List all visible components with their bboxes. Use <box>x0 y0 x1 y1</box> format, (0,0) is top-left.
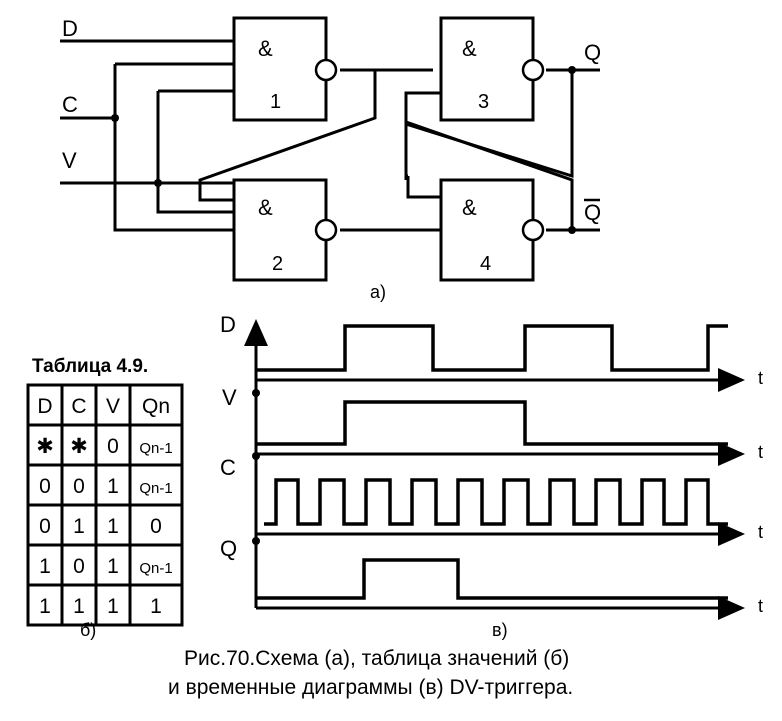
time-label-d: t <box>758 368 763 388</box>
input-label-d: D <box>62 16 78 41</box>
table-cell-text: 0 <box>73 555 85 578</box>
output-label-q-inverted: Q <box>584 200 601 225</box>
table-cell-text: 1 <box>39 555 51 578</box>
table-cell-text: 0 <box>39 475 51 498</box>
table-cell-text: ✱ <box>70 435 88 458</box>
timing-label: в) <box>492 620 508 640</box>
table-cell-text: 1 <box>39 595 51 618</box>
table-cell-text: ✱ <box>36 435 54 458</box>
table-cell-text: 0 <box>73 475 85 498</box>
table-cell-text: Qn-1 <box>139 560 172 577</box>
waveform-q <box>256 558 728 600</box>
caption-line-2: и временные диаграммы (в) DV-триггера. <box>168 676 573 699</box>
table-cell <box>128 543 184 587</box>
table-header-cell-text: Qn <box>142 395 170 418</box>
table-cell-text: 1 <box>73 515 85 538</box>
table-header-cell-text: C <box>71 395 86 418</box>
table-cell <box>128 503 184 547</box>
table-cell-text: 1 <box>107 475 119 498</box>
gate-3-number: 3 <box>478 91 489 113</box>
table-cell-text: 1 <box>107 515 119 538</box>
caption-line-1: Рис.70.Схема (а), таблица значений (б) <box>184 647 569 670</box>
signal-label-q: Q <box>220 536 237 561</box>
input-label-v: V <box>62 148 77 173</box>
table-header-cell-text: D <box>37 395 52 418</box>
input-label-c: C <box>62 92 78 117</box>
inverter-bubble-1 <box>314 58 338 82</box>
time-label-q: t <box>758 596 763 616</box>
gate-1-symbol: & <box>258 36 273 61</box>
junction-dot <box>568 66 576 74</box>
table-cell-text: 1 <box>107 595 119 618</box>
time-label-v: t <box>758 442 763 462</box>
table-cell-text: 1 <box>73 595 85 618</box>
table-cell-text: Qn-1 <box>139 440 172 457</box>
gate-2-symbol: & <box>258 195 273 220</box>
circuit-schematic: & 1 & 2 & 3 & 4 D C V Q Q а) <box>60 16 601 302</box>
table-title: Таблица 4.9. <box>32 356 148 377</box>
table-cell-text: 0 <box>39 515 51 538</box>
table-cell <box>94 583 132 627</box>
wire-c <box>60 62 234 232</box>
waveform-v <box>256 400 728 446</box>
waveform-d <box>256 324 728 372</box>
gate-3-box <box>439 16 535 122</box>
timing-diagram: D V C Q t t t t в) <box>220 312 763 640</box>
wire-v <box>60 89 234 214</box>
table-cell <box>60 503 98 547</box>
table-cell-text: 0 <box>150 515 162 538</box>
table-cell <box>26 423 64 467</box>
table-cell <box>128 423 184 467</box>
circuit-label: а) <box>370 282 386 302</box>
junction-dot <box>154 179 162 187</box>
wire-gate1-out <box>198 68 433 202</box>
table-cell <box>128 583 184 627</box>
gate-3-symbol: & <box>462 36 477 61</box>
table-cell <box>60 423 98 467</box>
output-label-q: Q <box>584 40 601 65</box>
gate-2-number: 2 <box>272 253 283 275</box>
axis-dot <box>252 389 260 397</box>
signal-label-d: D <box>220 312 236 337</box>
table-cell-text: 1 <box>150 595 162 618</box>
table-label: б) <box>80 620 96 640</box>
table-cell-text: 1 <box>107 555 119 578</box>
waveform-c <box>264 478 728 526</box>
gate-4-box <box>439 178 535 282</box>
table-header-cell-text: V <box>106 395 120 418</box>
inverter-bubble-2 <box>314 218 338 242</box>
table-cell <box>26 383 64 427</box>
time-label-c: t <box>758 522 763 542</box>
axis-dot <box>252 537 260 545</box>
table-cell <box>94 463 132 507</box>
gate-2-box <box>232 178 328 282</box>
table-cell <box>60 383 98 427</box>
inverter-bubble-3 <box>521 58 545 82</box>
signal-label-v: V <box>222 385 237 410</box>
gate-1-number: 1 <box>270 91 281 113</box>
gate-4-number: 4 <box>480 253 491 275</box>
table-cell <box>60 583 98 627</box>
table-cell-text: 0 <box>107 435 119 458</box>
gate-4-symbol: & <box>462 195 477 220</box>
inverter-bubble-4 <box>521 218 545 242</box>
junction-dot <box>111 114 119 122</box>
signal-label-c: C <box>220 455 236 480</box>
table-cell-text: Qn-1 <box>139 480 172 497</box>
junction-dot <box>568 226 576 234</box>
